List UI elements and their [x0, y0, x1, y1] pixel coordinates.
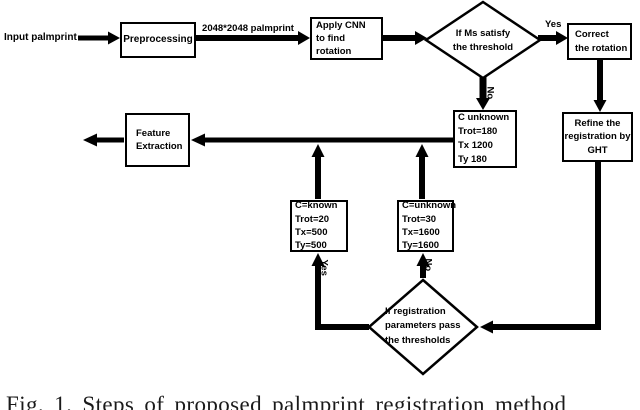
- arrow-cunknown30-up: [415, 144, 429, 199]
- edge-label-yes-top: Yes: [545, 19, 562, 30]
- input-palmprint-label: Input palmprint: [4, 32, 77, 43]
- node-c-known-20: C=known Trot=20 Tx=500 Ty=500: [290, 200, 348, 252]
- arrow-preprocessing-to-cnn: [196, 31, 310, 45]
- decision-ms-diamond: [423, 0, 543, 80]
- edge-label-no-top: No: [484, 86, 496, 100]
- arrow-decision-yes-to-correct: [538, 31, 568, 45]
- arrow-input-to-preprocessing: [78, 31, 120, 45]
- arrow-correct-to-refine: [593, 60, 607, 112]
- node-feature-extraction: Feature Extraction: [125, 113, 190, 167]
- arrow-decision2-yes-up: [311, 253, 369, 330]
- arrow-cknown-up: [311, 144, 325, 199]
- arrow-cunknown180-to-feature: [191, 133, 455, 147]
- node-preprocessing: Preprocessing: [120, 22, 196, 58]
- node-decision-ms: If Ms satisfy the threshold: [452, 28, 514, 53]
- decision-registration-diamond: [367, 278, 479, 376]
- arrow-decision-no-to-cunknown180: [476, 76, 490, 110]
- edge-label-yes-bottom: Yes: [318, 259, 330, 276]
- node-c-unknown-30: C=unknown Trot=30 Tx=1600 Ty=1600: [397, 200, 456, 252]
- node-c-unknown-180: C unknown Trot=180 Tx 1200 Ty 180: [453, 110, 517, 168]
- node-decision-registration: If registration parameters pass the thre…: [385, 306, 461, 346]
- node-refine-ght: Refine the registration by GHT: [562, 112, 633, 162]
- edge-label-2048-palmprint: 2048*2048 palmprint: [202, 23, 294, 34]
- arrow-cnn-to-decision: [383, 31, 427, 45]
- figure-caption: Fig. 1. Steps of proposed palmprint regi…: [6, 392, 567, 410]
- node-apply-cnn: Apply CNN to find rotation: [310, 17, 383, 60]
- node-correct-rotation: Correct the rotation: [567, 23, 632, 60]
- arrow-feature-output: [83, 133, 124, 147]
- arrow-decision2-no-up: [416, 253, 430, 278]
- arrow-refine-to-decision2: [480, 162, 601, 334]
- edge-label-no-bottom: No: [422, 258, 434, 272]
